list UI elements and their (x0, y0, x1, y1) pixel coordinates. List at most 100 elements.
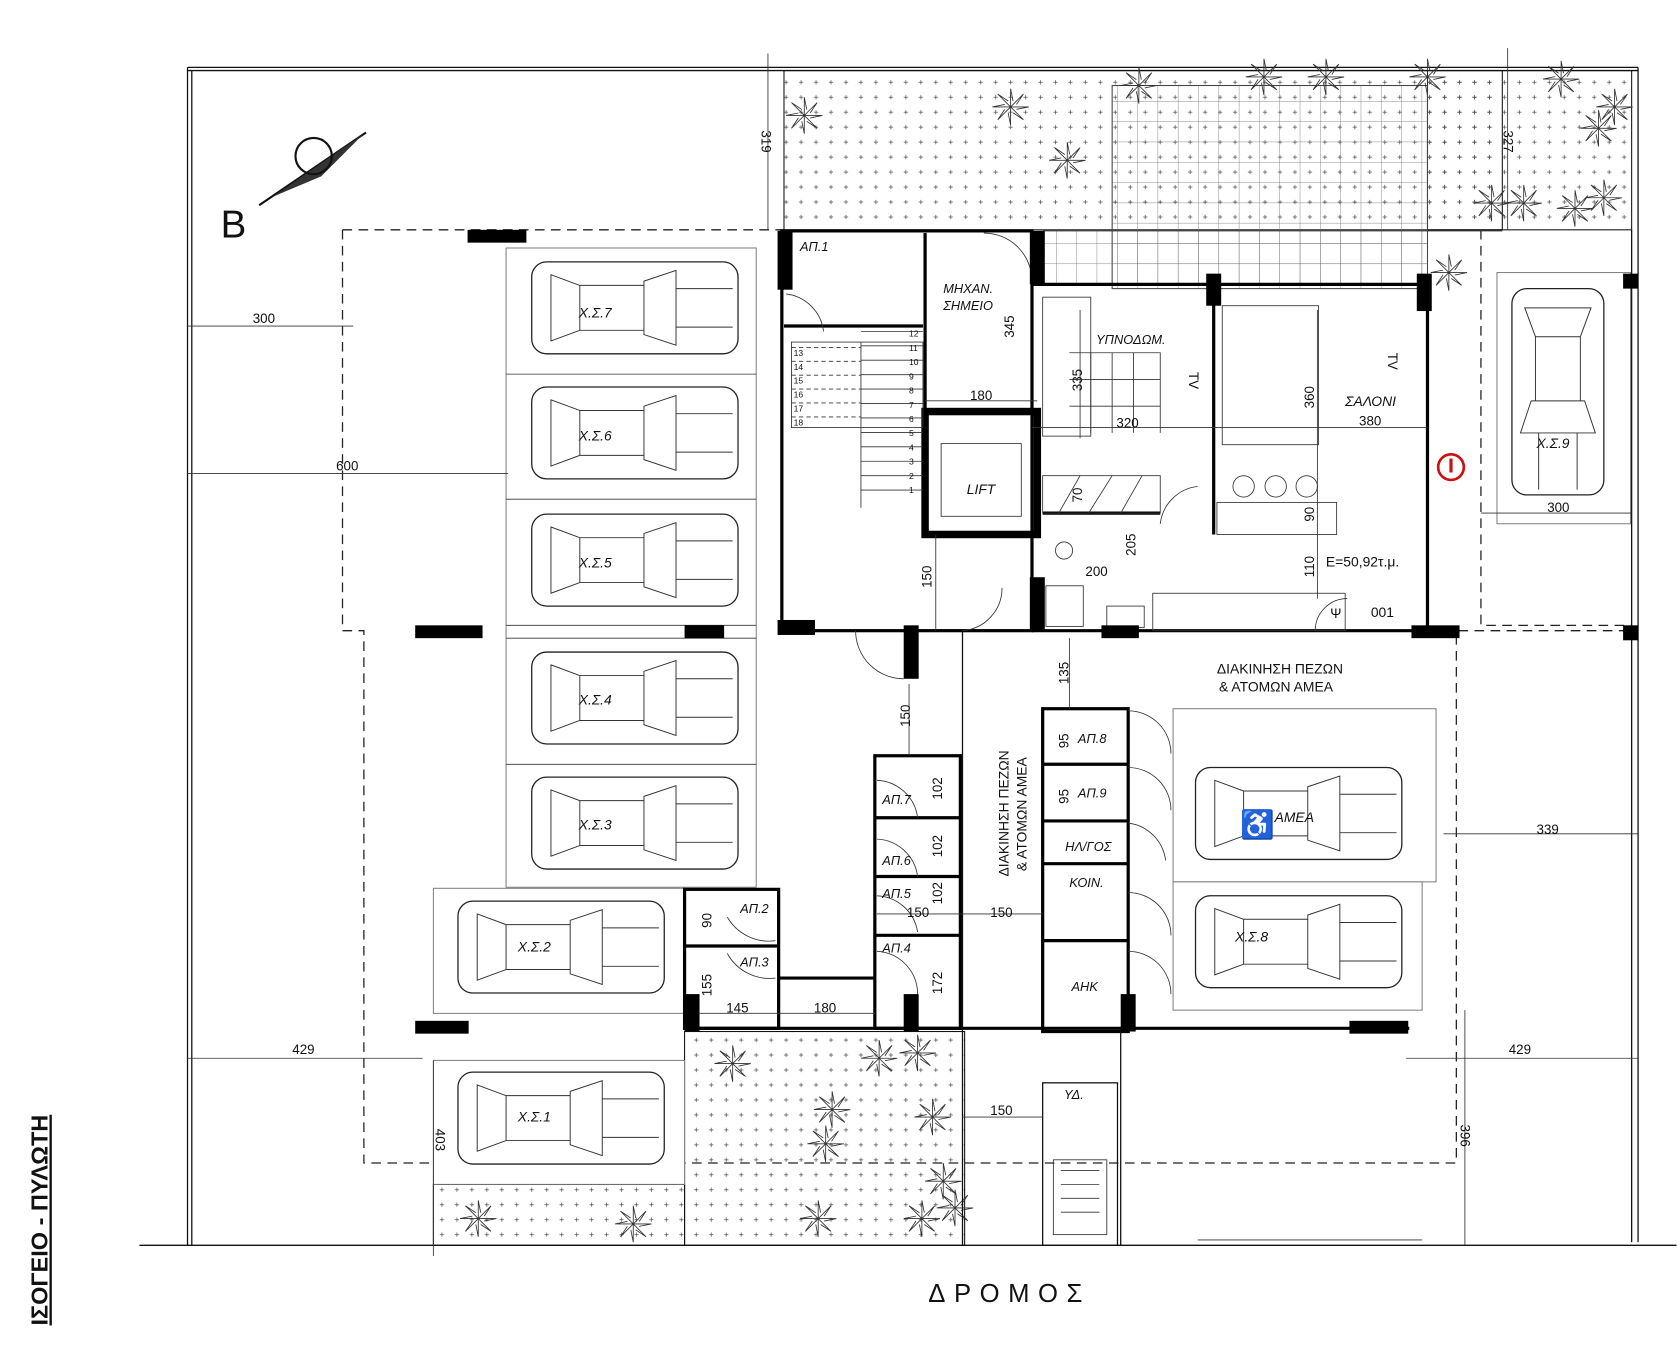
dim-label: 339 (1537, 822, 1559, 837)
tree-icon (936, 1189, 974, 1227)
drawing-title-text: ΙΣΟΓΕΙΟ - ΠΥΛΩΤΗ (26, 1115, 52, 1326)
parking-label: Χ.Σ.1 (517, 1108, 551, 1124)
dim-label: 150 (990, 905, 1012, 920)
car-icon (1194, 766, 1403, 861)
dim-label: 429 (292, 1042, 314, 1057)
dim-label: 319 (759, 130, 774, 152)
stair-number: 18 (794, 417, 804, 427)
wheelchair-icon: ♿ (1240, 808, 1275, 841)
label-common: ΚΟΙΝ. (1069, 875, 1103, 890)
tree-icon (615, 1205, 652, 1243)
tree-icon (1596, 88, 1633, 126)
dim-label: 90 (699, 913, 714, 928)
tree-icon (460, 1200, 497, 1237)
label-water: ΥΔ. (1064, 1087, 1084, 1102)
label-ap2: ΑΠ.2 (739, 901, 769, 916)
dim-label: 320 (1116, 416, 1138, 431)
stair-number: 14 (794, 362, 804, 372)
tree-icon (786, 97, 823, 134)
dim-label: 403 (433, 1129, 448, 1151)
dim-label: 150 (919, 566, 934, 588)
tree-icon (1505, 184, 1542, 222)
label-apartment-number: 001 (1371, 604, 1394, 620)
parking-label: Χ.Σ.5 (578, 555, 612, 571)
dim-label: 205 (1124, 534, 1139, 556)
label-ap6: ΑΠ.6 (881, 853, 911, 868)
car-icon (1194, 895, 1403, 989)
dim-label: 300 (253, 311, 275, 326)
label-psi: Ψ (1330, 606, 1341, 621)
parking-label: Χ.Σ.6 (578, 427, 612, 443)
stair-number: 17 (794, 404, 804, 414)
dim-label: 172 (930, 972, 945, 994)
tree-icon (1556, 190, 1594, 227)
parking-label: Χ.Σ.7 (578, 304, 613, 320)
stair-number: 13 (794, 348, 804, 358)
label-living: ΣΑΛΟΝΙ (1344, 393, 1396, 409)
dim-label: 429 (1509, 1042, 1531, 1057)
tree-icon (1048, 142, 1086, 179)
dim-label: 180 (814, 1000, 836, 1015)
dim-label: 90 (1302, 507, 1317, 522)
tree-icon (807, 1125, 844, 1163)
dim-label: 102 (930, 777, 945, 799)
stair-number: 16 (794, 390, 804, 400)
tree-icon (1473, 184, 1510, 222)
tree-icon (1307, 58, 1345, 96)
dim-label: 95 (1056, 733, 1071, 748)
dim-label: 95 (1056, 789, 1071, 804)
north-arrow-icon: B (221, 131, 367, 246)
parking-labels: Χ.Σ.7 Χ.Σ.6 Χ.Σ.5 Χ.Σ.4 Χ.Σ.3 Χ.Σ.2 Χ.Σ.… (517, 304, 1570, 1124)
stair-number: 8 (909, 386, 914, 396)
label-ap9: ΑΠ.9 (1077, 785, 1107, 800)
tree-icon (899, 1034, 936, 1072)
dim-label: 70 (1070, 488, 1085, 503)
parking-label-disabled: ΑΜΕΑ (1274, 809, 1314, 825)
label-ap8: ΑΠ.8 (1077, 731, 1107, 746)
stair-number: 15 (794, 376, 804, 386)
tree-icon (914, 1098, 951, 1136)
tree-icon (813, 1091, 851, 1128)
label-walkway-vertical-1: ΔΙΑΚΙΝΗΣΗ ΠΕΖΩΝ (995, 750, 1011, 876)
label-ap3: ΑΠ.3 (739, 954, 769, 969)
label-ap1: ΑΠ.1 (799, 239, 829, 254)
parking-label: Χ.Σ.3 (578, 816, 612, 832)
label-ahk: ΑΗΚ (1071, 979, 1100, 994)
car-icon (457, 900, 665, 994)
tree-icon (903, 1200, 941, 1237)
dim-label: 380 (1359, 413, 1381, 428)
label-mech-2: ΣΗΜΕΙΟ (942, 298, 993, 313)
car-icon (531, 513, 739, 607)
label-walkway-1: ΔΙΑΚΙΝΗΣΗ ΠΕΖΩΝ (1217, 660, 1343, 676)
label-ap7: ΑΠ.7 (881, 792, 911, 807)
stair-number: 7 (909, 400, 914, 410)
dim-label: 150 (990, 1103, 1012, 1118)
parking-label: Χ.Σ.9 (1536, 435, 1570, 451)
upper-floor-outline (341, 229, 1639, 1164)
dim-label: 135 (1056, 662, 1071, 684)
right-garden (1426, 70, 1633, 231)
label-ap5: ΑΠ.5 (881, 886, 911, 901)
room-labels: ΑΠ.1 ΜΗΧΑΝ. ΣΗΜΕΙΟ ΥΠΝΟΔΩΜ. ΣΑΛΟΝΙ LIFT … (739, 239, 1400, 1102)
tree-icon (992, 88, 1029, 126)
label-walkway-2: & ΑΤΟΜΩΝ ΑΜΕΑ (1219, 679, 1334, 695)
dim-label: 145 (726, 1000, 748, 1015)
tree-icon (1580, 110, 1617, 147)
stair-number: 9 (909, 371, 914, 381)
stair-number: 10 (909, 357, 919, 367)
car-icon (457, 1071, 665, 1165)
car-icon (531, 651, 739, 745)
dim-label: 180 (970, 388, 992, 403)
car-icon (1511, 287, 1605, 496)
car-icon (531, 386, 739, 480)
label-area: Ε=50,92τ.μ. (1326, 554, 1399, 570)
label-ap4: ΑΠ.4 (881, 940, 911, 955)
label-electrical: ΗΛ/ΓΟΣ (1065, 839, 1113, 854)
stair-number: 3 (909, 457, 914, 467)
dim-label: 155 (699, 974, 714, 996)
car-icon (531, 261, 739, 355)
stair-number: 12 (909, 329, 919, 339)
dim-label: 102 (930, 835, 945, 857)
dim-label: 102 (930, 882, 945, 904)
